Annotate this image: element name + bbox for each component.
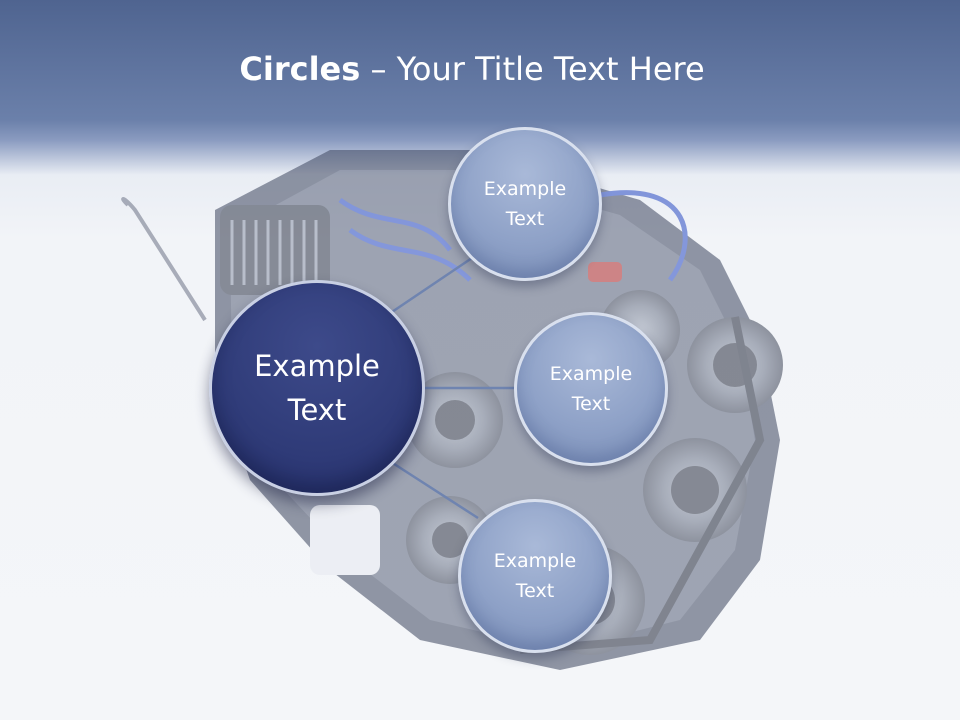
outer-circle-middle[interactable]: Example Text	[514, 312, 668, 466]
outer-circle-bottom[interactable]: Example Text	[458, 499, 612, 653]
title-rest-part: – Your Title Text Here	[360, 50, 705, 88]
connector-line-top	[379, 256, 473, 322]
outer-circle-label: Example Text	[493, 550, 577, 602]
center-circle-label: Example Text	[254, 349, 380, 427]
outer-circle-label: Example Text	[483, 178, 567, 230]
outer-circle-label: Example Text	[549, 363, 633, 415]
outer-circle-top[interactable]: Example Text	[448, 127, 602, 281]
connector-line-bottom	[387, 458, 479, 520]
slide-title: Circles – Your Title Text Here	[0, 50, 944, 88]
center-circle[interactable]: Example Text	[209, 280, 425, 496]
title-bold-part: Circles	[239, 50, 361, 88]
